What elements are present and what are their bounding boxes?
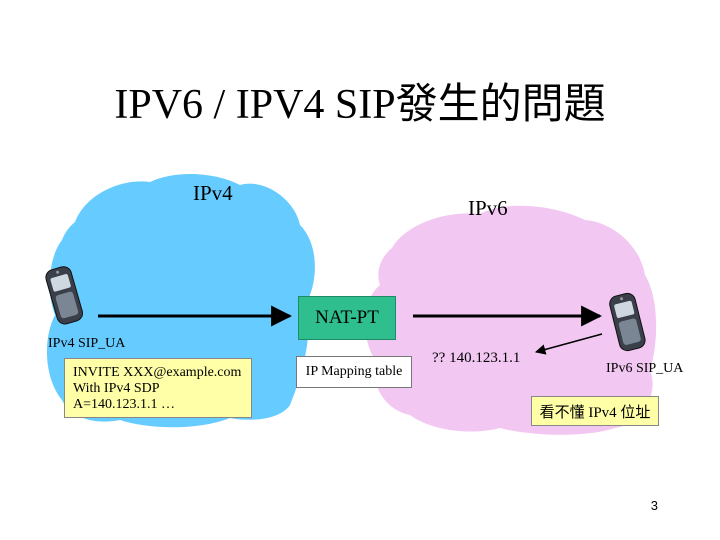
ipv4-phone-icon: [45, 266, 84, 325]
ipv4-sip-ua-label: IPv4 SIP_UA: [48, 336, 126, 351]
ipv6-cloud: [364, 205, 657, 435]
invite-line: With IPv4 SDP: [73, 381, 160, 396]
unknown-address-label: ?? 140.123.1.1: [432, 350, 521, 366]
query-arrow: [534, 333, 603, 355]
ipv6-phone-icon: [609, 292, 646, 352]
page-number: 3: [650, 498, 658, 513]
ipv6-cloud-label: IPv6: [468, 196, 508, 220]
ipv6-sip-ua-label: IPv6 SIP_UA: [606, 361, 684, 376]
invite-line: INVITE XXX@example.com: [73, 365, 242, 380]
invite-line: A=140.123.1.1 …: [73, 397, 176, 412]
ipv4-cloud-label: IPv4: [193, 181, 233, 205]
nat-pt-box: NAT-PT: [298, 296, 396, 340]
invite-note: INVITE XXX@example.com With IPv4 SDP A=1…: [64, 358, 252, 418]
ip-mapping-table: IP Mapping table: [296, 356, 412, 388]
slide-title: IPV6 / IPV4 SIP發生的問題: [114, 82, 606, 128]
warning-note: 看不懂 IPv4 位址: [531, 396, 659, 426]
